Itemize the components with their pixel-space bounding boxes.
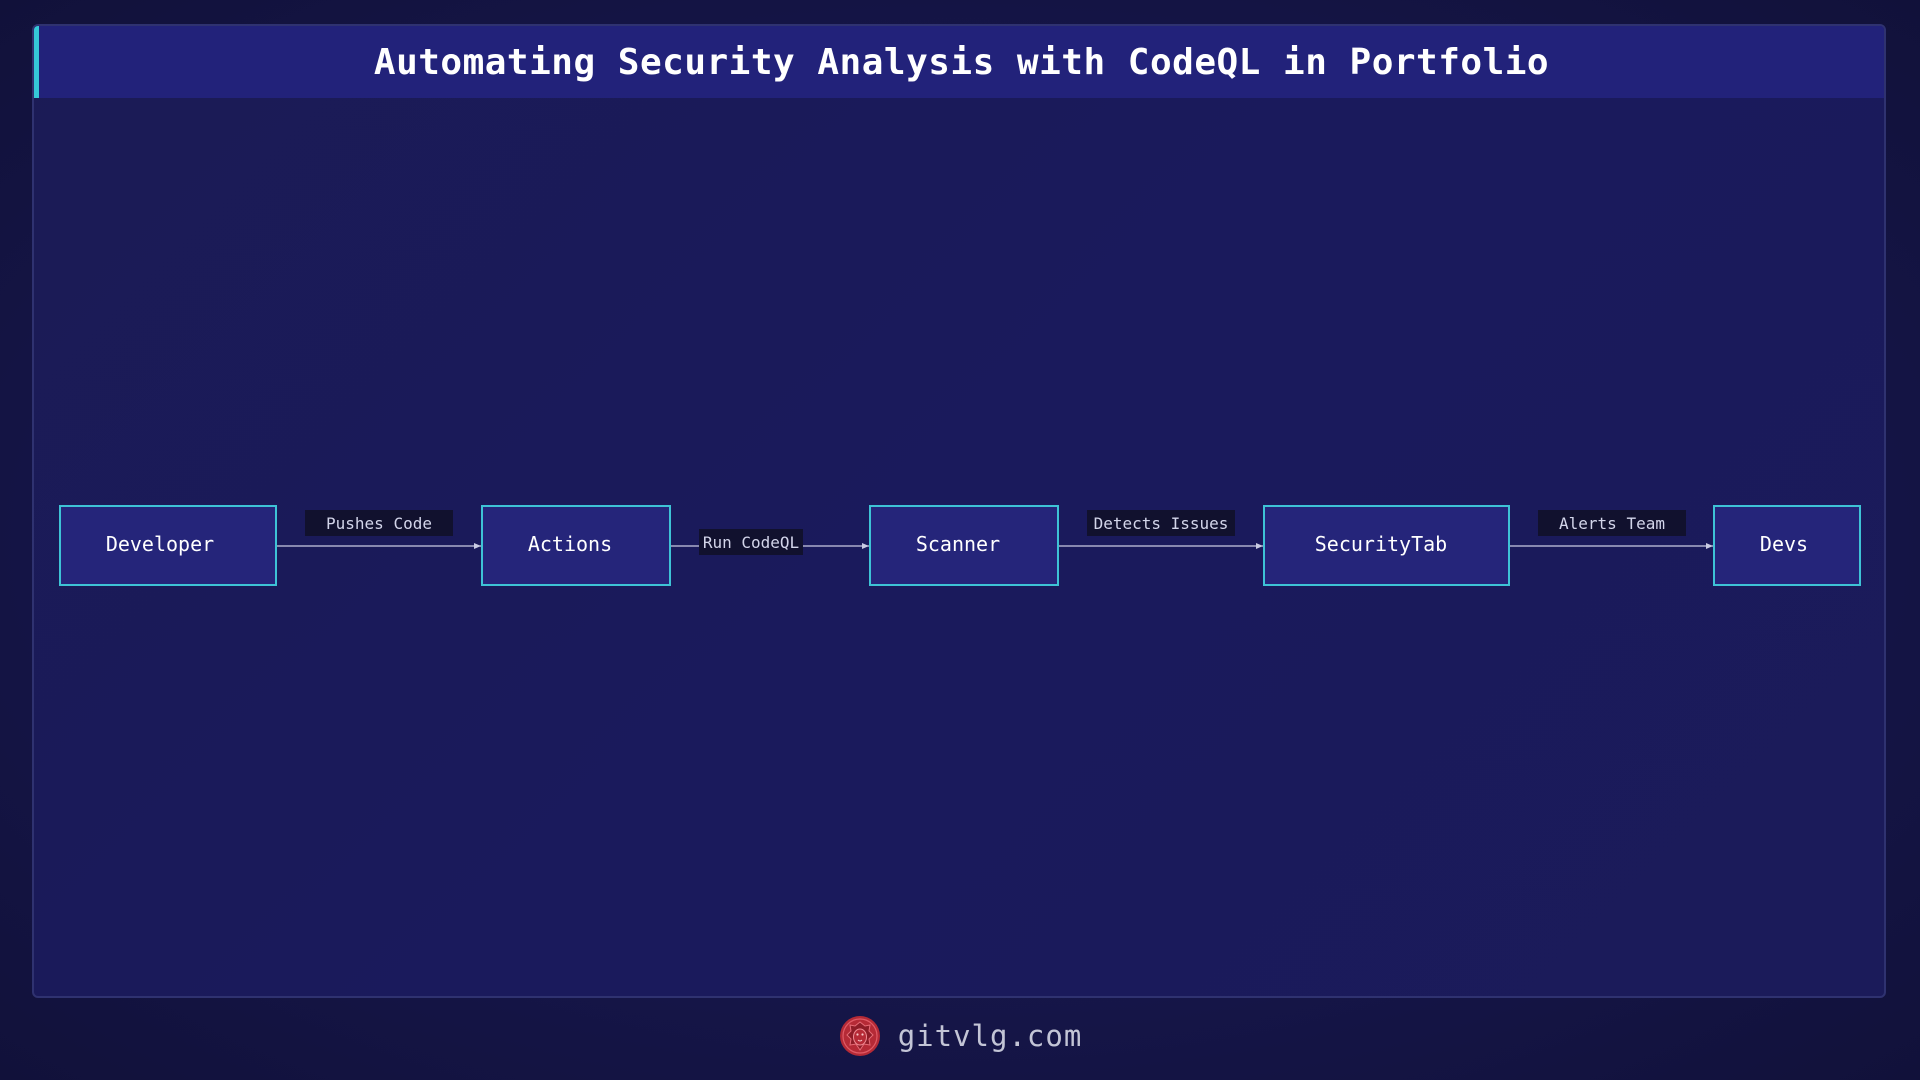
page-title: Automating Security Analysis with CodeQL… — [373, 41, 1550, 83]
node-box — [59, 505, 277, 586]
edge-label-alerts-team: Alerts Team — [1559, 514, 1665, 533]
footer: gitvlg.com — [0, 1010, 1920, 1062]
edge-scanner-securitytab: Detects Issues — [1059, 510, 1263, 549]
footer-site-link[interactable]: gitvlg.com — [897, 1019, 1083, 1053]
edge-label-pushes-code: Pushes Code — [326, 514, 432, 533]
edge-label-bg — [1538, 510, 1686, 536]
title-bar: Automating Security Analysis with CodeQL… — [34, 26, 1884, 98]
edge-label-bg — [699, 529, 803, 555]
edge-actions-scanner: Run CodeQL — [671, 529, 869, 555]
lion-head-icon — [839, 1016, 880, 1056]
node-label-devs: Devs — [1760, 532, 1808, 556]
node-label-scanner: Scanner — [916, 532, 1000, 556]
node-securitytab: SecurityTab — [1263, 505, 1510, 586]
node-label-securitytab: SecurityTab — [1315, 532, 1447, 556]
node-box — [869, 505, 1059, 586]
edge-label-run-codeql: Run CodeQL — [703, 533, 799, 552]
edge-developer-actions: Pushes Code — [277, 510, 481, 549]
node-label-developer: Developer — [106, 532, 214, 556]
edge-label-bg — [305, 510, 453, 536]
edge-label-bg — [1087, 510, 1235, 536]
node-devs: Devs — [1713, 505, 1861, 586]
node-developer: Developer — [59, 505, 277, 586]
node-box — [1713, 505, 1861, 586]
edge-securitytab-devs: Alerts Team — [1510, 510, 1713, 549]
node-actions: Actions — [481, 505, 671, 586]
node-scanner: Scanner — [869, 505, 1059, 586]
node-box — [481, 505, 671, 586]
node-label-actions: Actions — [528, 532, 612, 556]
edge-label-detects-issues: Detects Issues — [1094, 514, 1229, 533]
node-box — [1263, 505, 1510, 586]
